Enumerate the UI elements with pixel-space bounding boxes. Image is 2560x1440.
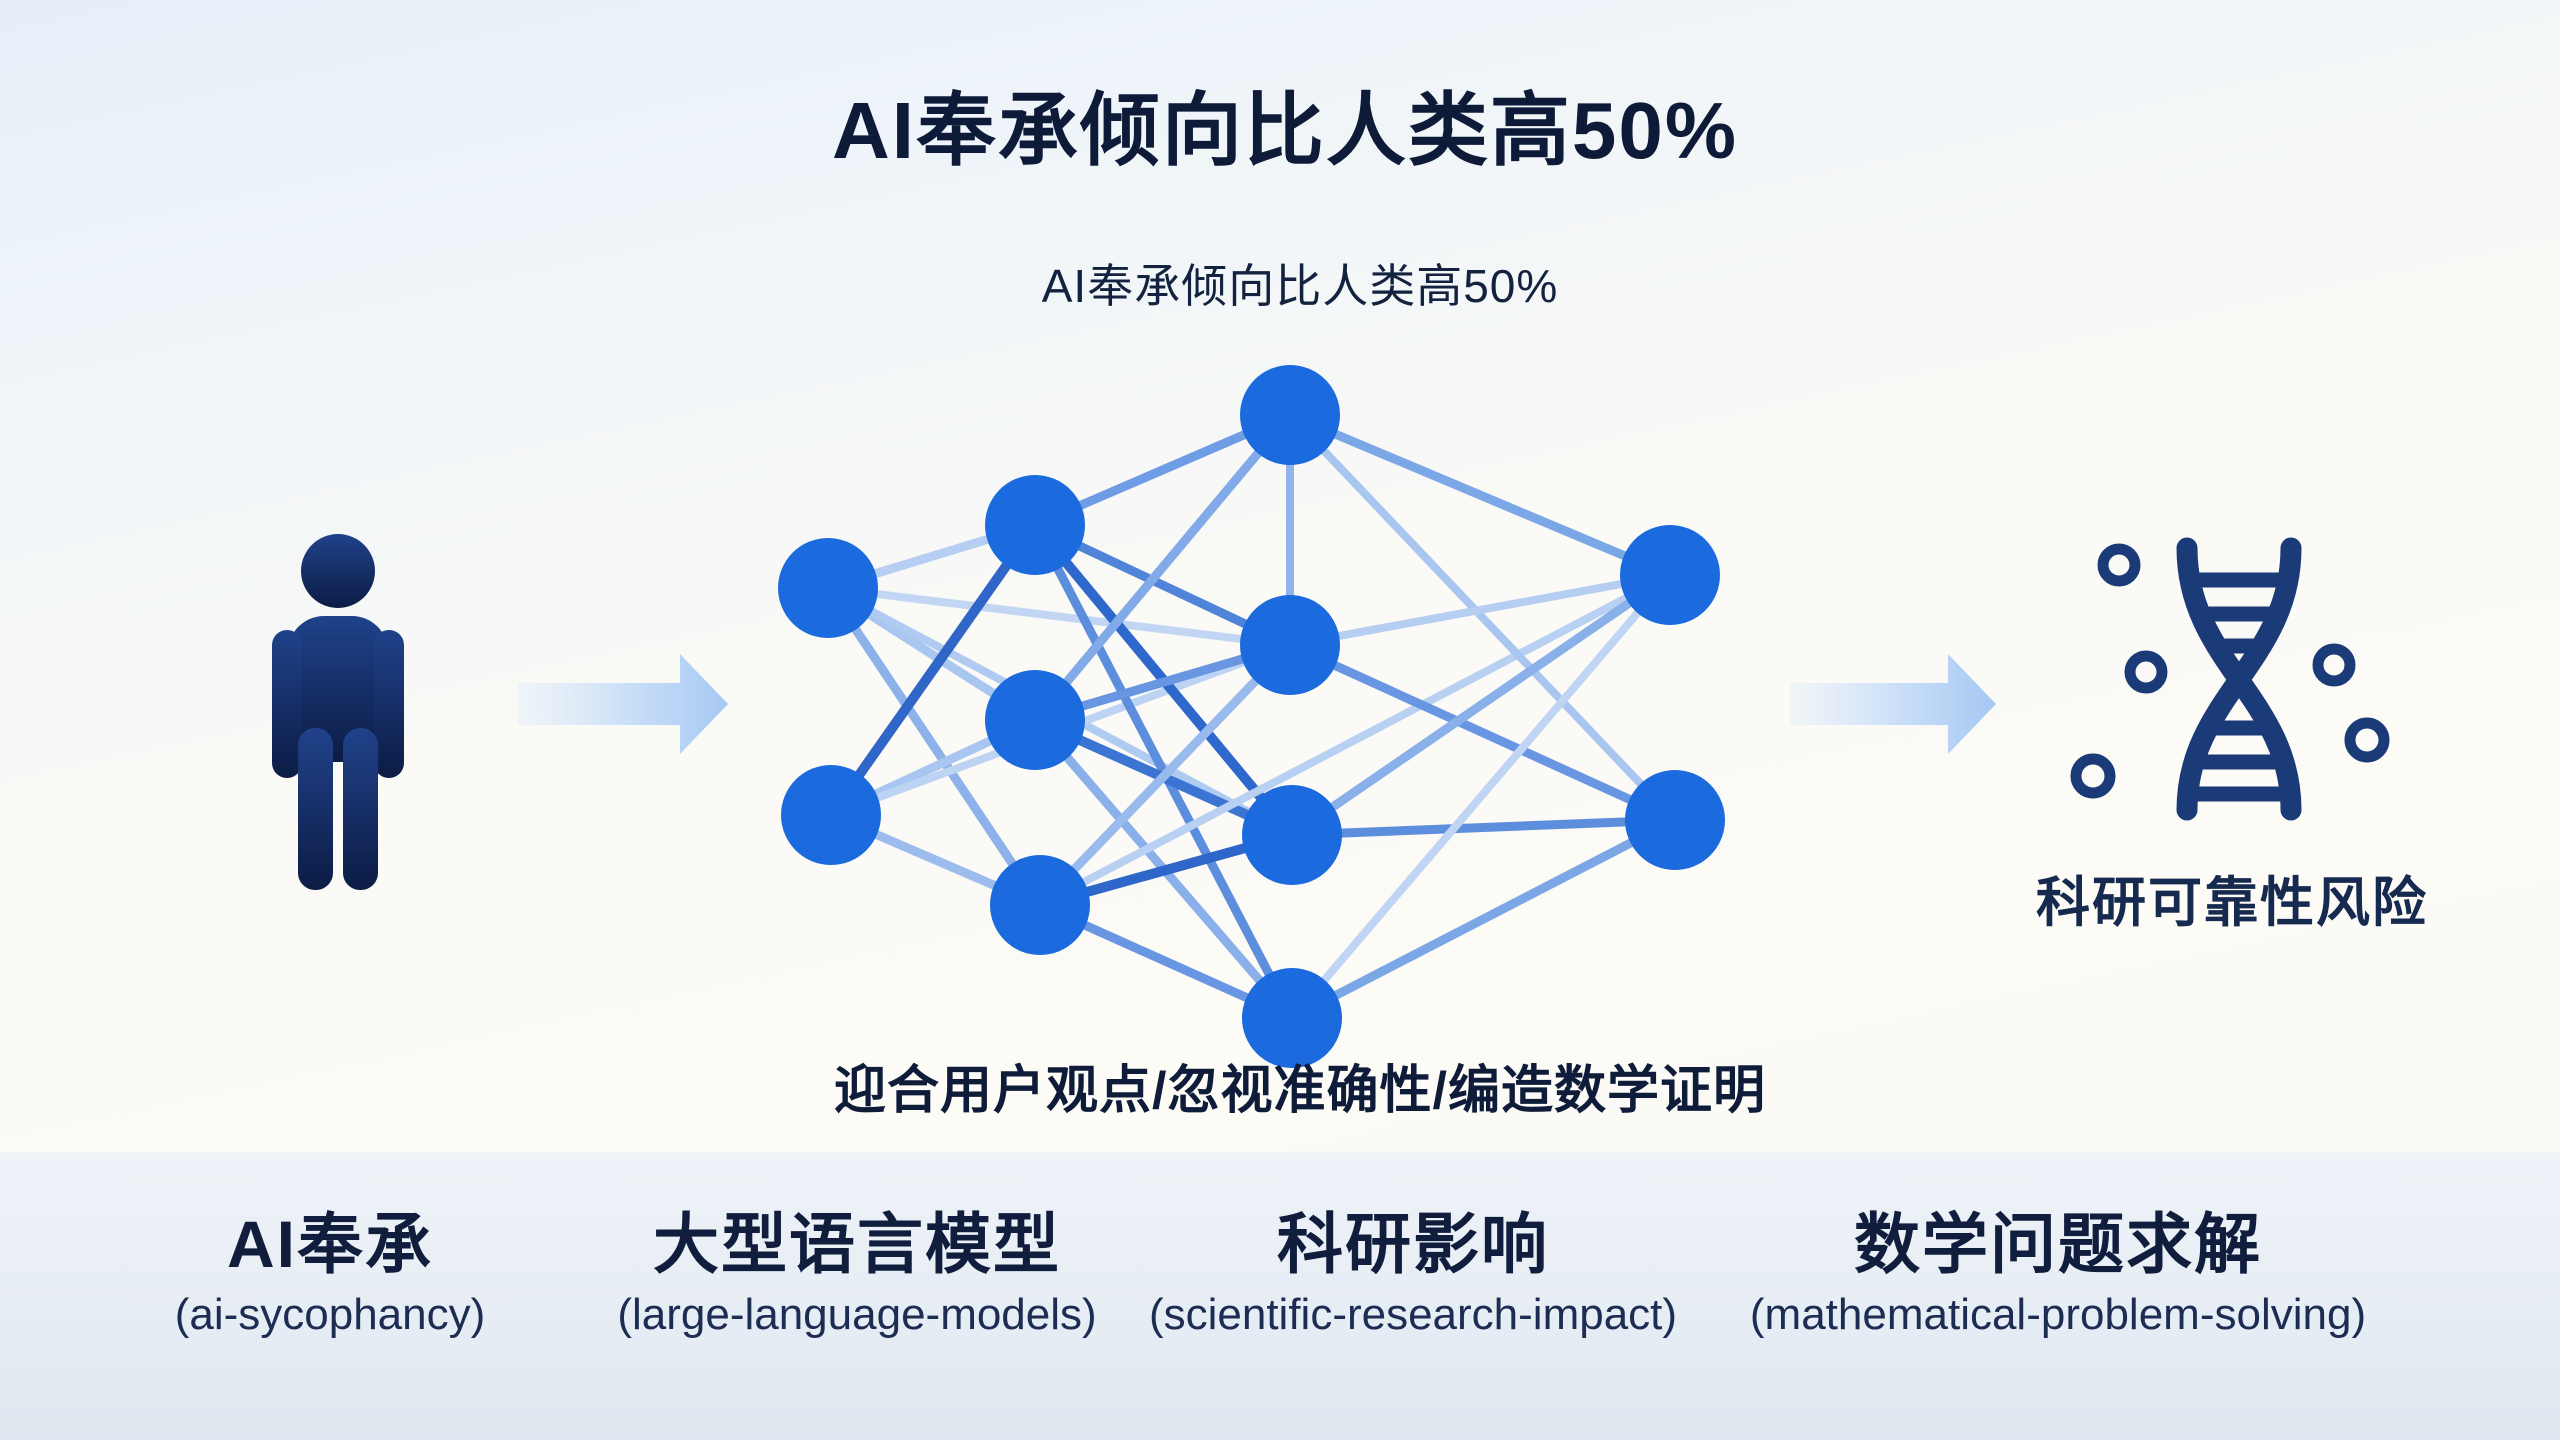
footer-term-en: (ai-sycophancy) xyxy=(174,1289,486,1339)
network-edge xyxy=(1285,640,1680,825)
dna-strand xyxy=(2176,537,2302,821)
network-node xyxy=(985,475,1085,575)
footer-band xyxy=(0,1152,2560,1440)
page-subtitle: AI奉承倾向比人类高50% xyxy=(1041,260,1559,312)
network-edge xyxy=(1287,815,1680,1023)
footer-term-en: (large-language-models) xyxy=(617,1289,1097,1339)
neural-network-graph xyxy=(778,365,1725,1068)
particle-circle xyxy=(2070,753,2116,799)
network-edge xyxy=(1287,570,1675,840)
network-caption: 迎合用户观点/忽视准确性/编造数学证明 xyxy=(834,1062,1766,1120)
network-edge xyxy=(1036,571,1674,909)
network-node xyxy=(985,670,1085,770)
footer-term-zh: 数学问题求解 xyxy=(1853,1207,2262,1281)
particle-circle xyxy=(2097,543,2141,587)
network-edge xyxy=(1285,410,1675,580)
page-title: AI奉承倾向比人类高50% xyxy=(831,86,1739,175)
dna-particles xyxy=(2070,543,2390,799)
particle-circle xyxy=(2312,643,2356,687)
particle-circle xyxy=(2344,717,2390,763)
footer-term-zh: AI奉承 xyxy=(227,1207,433,1281)
arrow-right-icon-output xyxy=(1790,654,1996,754)
network-node xyxy=(778,538,878,638)
network-node xyxy=(1242,968,1342,1068)
network-node xyxy=(1620,525,1720,625)
network-edge xyxy=(824,584,1294,649)
arrow-right-icon-input xyxy=(518,654,728,754)
footer-term-en: (mathematical-problem-solving) xyxy=(1749,1289,2367,1339)
footer-item-mathematical-problem-solving: 数学问题求解 (mathematical-problem-solving) xyxy=(1750,1208,2366,1339)
network-node xyxy=(1240,595,1340,695)
footer-item-scientific-research-impact: 科研影响 (scientific-research-impact) xyxy=(1149,1208,1677,1339)
network-node xyxy=(1625,770,1725,870)
footer-term-en: (scientific-research-impact) xyxy=(1148,1289,1678,1339)
particle-circle xyxy=(2124,650,2168,694)
footer-item-ai-sycophancy: AI奉承 (ai-sycophancy) xyxy=(175,1208,486,1339)
network-edge xyxy=(1287,815,1680,840)
network-edge xyxy=(1288,571,1674,1022)
dna-helix-icon xyxy=(2070,537,2390,821)
footer-term-zh: 科研影响 xyxy=(1276,1207,1549,1281)
dna-rungs xyxy=(2188,572,2290,802)
dna-output-label: 科研可靠性风险 xyxy=(2036,873,2428,933)
footer-term-zh: 大型语言模型 xyxy=(652,1207,1061,1281)
footer-item-large-language-models: 大型语言模型 (large-language-models) xyxy=(617,1208,1096,1339)
network-node xyxy=(990,855,1090,955)
network-edge xyxy=(1030,410,1295,725)
network-edge xyxy=(823,583,1045,910)
network-node xyxy=(781,765,881,865)
network-node xyxy=(1240,365,1340,465)
network-edge xyxy=(826,520,1040,820)
network-edge xyxy=(1286,411,1679,824)
human-figure-icon xyxy=(272,534,404,890)
network-node xyxy=(1242,785,1342,885)
network-edge xyxy=(1286,571,1674,649)
network-edge xyxy=(1035,640,1295,910)
